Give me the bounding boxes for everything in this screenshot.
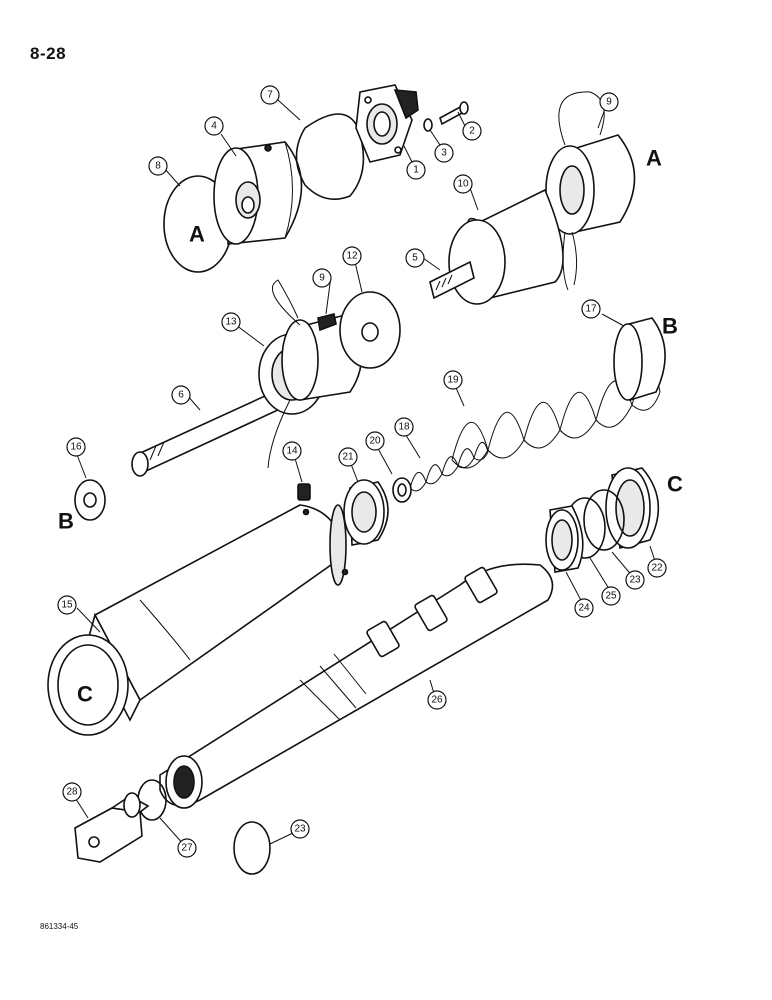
armature-10	[448, 188, 564, 305]
o-ring-23-lower	[233, 821, 271, 875]
svg-text:13: 13	[225, 317, 237, 328]
svg-text:1: 1	[413, 165, 419, 176]
svg-text:16: 16	[70, 442, 82, 453]
svg-text:7: 7	[267, 90, 273, 101]
svg-text:15: 15	[61, 600, 73, 611]
spool-assembly-26	[159, 563, 554, 809]
page-number: 8-28	[30, 44, 67, 63]
callout-13: 13	[221, 312, 241, 332]
svg-text:28: 28	[66, 787, 78, 798]
fitting-28	[74, 792, 150, 863]
svg-text:23: 23	[294, 824, 306, 835]
svg-text:2: 2	[469, 126, 475, 137]
callout-2: 2	[462, 121, 482, 141]
washer-20	[392, 477, 412, 503]
svg-text:20: 20	[369, 436, 381, 447]
svg-text:23: 23	[629, 575, 641, 586]
bolt-2	[439, 101, 469, 126]
ref-letter-c-right: C	[667, 472, 683, 497]
callout-4: 4	[204, 116, 224, 136]
callout-8: 8	[148, 156, 168, 176]
spring-retainer-17	[613, 317, 666, 402]
svg-text:8: 8	[155, 161, 161, 172]
callout-15: 15	[57, 595, 77, 615]
svg-text:21: 21	[342, 452, 354, 463]
callout-25: 25	[601, 586, 621, 606]
callout-16: 16	[66, 437, 86, 457]
callout-6: 6	[171, 385, 191, 405]
callout-10: 10	[453, 174, 473, 194]
callout-18: 18	[394, 417, 414, 437]
svg-text:27: 27	[181, 843, 193, 854]
svg-text:17: 17	[585, 304, 597, 315]
washer-16	[74, 479, 106, 521]
set-screw-14	[297, 483, 311, 501]
svg-text:19: 19	[447, 375, 459, 386]
svg-text:25: 25	[605, 591, 617, 602]
ref-letter-b-right: B	[662, 314, 678, 339]
callout-21: 21	[338, 447, 358, 467]
spring-18	[409, 442, 489, 492]
svg-text:24: 24	[578, 603, 590, 614]
svg-text:6: 6	[178, 390, 184, 401]
spacer-21	[343, 479, 389, 546]
svg-text:9: 9	[606, 97, 612, 108]
callout-23-lower: 23	[290, 819, 310, 839]
washer-3	[423, 118, 433, 132]
svg-text:14: 14	[286, 446, 298, 457]
callout-20: 20	[365, 431, 385, 451]
ref-letter-b-left: B	[58, 509, 74, 534]
callout-9-lower: 9	[312, 268, 332, 288]
svg-text:5: 5	[412, 253, 418, 264]
callout-19: 19	[443, 370, 463, 390]
svg-text:3: 3	[441, 148, 447, 159]
ref-letter-c-left: C	[77, 682, 93, 707]
seal-24	[545, 505, 584, 573]
callout-23-upper: 23	[625, 570, 645, 590]
svg-text:22: 22	[651, 563, 663, 574]
solenoid-coil-9-upper	[545, 91, 636, 291]
spring-19	[451, 368, 661, 469]
svg-text:12: 12	[346, 251, 358, 262]
callout-17: 17	[581, 299, 601, 319]
callout-26: 26	[427, 690, 447, 710]
svg-text:10: 10	[457, 179, 469, 190]
ref-letter-a-left: A	[189, 222, 205, 247]
callout-27: 27	[177, 838, 197, 858]
callout-28: 28	[62, 782, 82, 802]
washer-12	[339, 291, 401, 369]
svg-text:18: 18	[398, 422, 410, 433]
ref-letter-a-right: A	[646, 146, 662, 171]
retaining-ring-7	[295, 113, 365, 200]
svg-text:26: 26	[431, 695, 443, 706]
svg-text:9: 9	[319, 273, 325, 284]
callout-1: 1	[406, 160, 426, 180]
callout-22: 22	[647, 558, 667, 578]
callout-24: 24	[574, 598, 594, 618]
seal-cap-22	[605, 467, 660, 550]
callout-3: 3	[434, 143, 454, 163]
callout-5: 5	[405, 248, 425, 268]
flange-fitting-1	[355, 84, 419, 163]
callout-14: 14	[282, 441, 302, 461]
body-15	[47, 504, 349, 736]
stud-5	[429, 260, 475, 300]
callout-12: 12	[342, 246, 362, 266]
callout-7: 7	[260, 85, 280, 105]
svg-text:4: 4	[211, 121, 217, 132]
o-ring-27	[137, 779, 167, 821]
end-cap-4	[213, 141, 303, 245]
drawing-number: 861334-45	[40, 922, 79, 931]
o-ring-23-upper	[583, 489, 625, 551]
callout-9-upper: 9	[599, 92, 619, 112]
